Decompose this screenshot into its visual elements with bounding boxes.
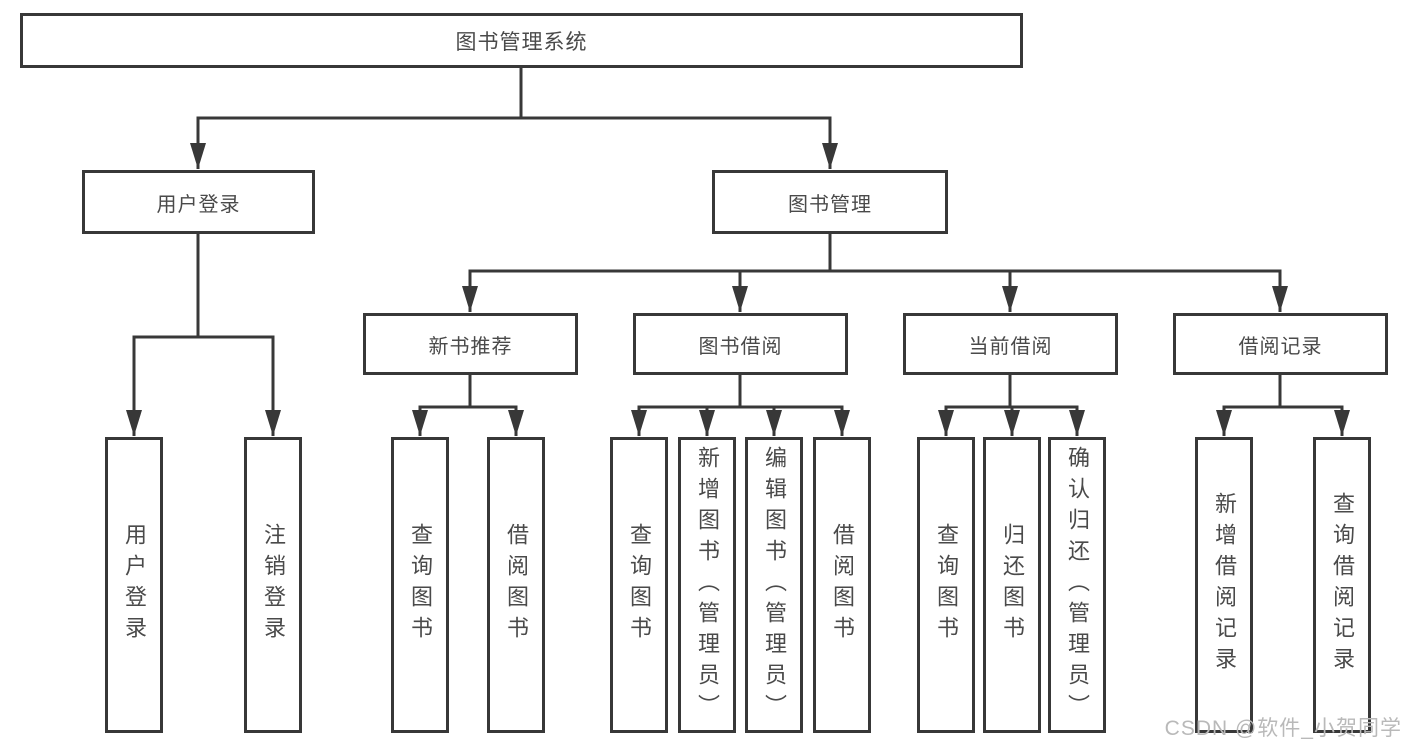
node-label: 查询图书 bbox=[627, 523, 652, 647]
leaf-logout: 注销登录 bbox=[244, 437, 302, 733]
node-new-book-recommend: 新书推荐 bbox=[363, 313, 578, 375]
csdn-watermark: CSDN @软件_小贺同学 bbox=[1164, 717, 1402, 740]
node-label: 当前借阅 bbox=[968, 335, 1053, 358]
leaf-user-login: 用户登录 bbox=[105, 437, 163, 733]
node-label: 编辑图书（管理员） bbox=[762, 445, 787, 725]
leaf-confirm-return-admin: 确认归还（管理员） bbox=[1048, 437, 1106, 733]
leaf-borrow-book: 借阅图书 bbox=[813, 437, 871, 733]
leaf-query-book-recommend: 查询图书 bbox=[391, 437, 449, 733]
node-label: 新增借阅记录 bbox=[1212, 492, 1237, 678]
node-label: 用户登录 bbox=[122, 523, 147, 647]
leaf-query-book-borrow: 查询图书 bbox=[610, 437, 668, 733]
node-label: 图书管理 bbox=[788, 193, 872, 216]
node-label: 借阅图书 bbox=[504, 523, 529, 647]
node-label: 确认归还（管理员） bbox=[1065, 445, 1090, 725]
node-label: 归还图书 bbox=[1000, 523, 1025, 647]
node-book-management: 图书管理 bbox=[712, 170, 948, 234]
node-label: 查询图书 bbox=[408, 523, 433, 647]
node-label: 新增图书（管理员） bbox=[695, 445, 720, 725]
node-user-login: 用户登录 bbox=[82, 170, 315, 234]
leaf-edit-book-admin: 编辑图书（管理员） bbox=[745, 437, 803, 733]
node-label: 查询借阅记录 bbox=[1330, 492, 1355, 678]
leaf-return-book: 归还图书 bbox=[983, 437, 1041, 733]
leaf-query-borrow-record: 查询借阅记录 bbox=[1313, 437, 1371, 733]
node-label: 图书借阅 bbox=[698, 335, 783, 358]
node-current-borrow: 当前借阅 bbox=[903, 313, 1118, 375]
node-label: 借阅记录 bbox=[1238, 335, 1323, 358]
node-label: 查询图书 bbox=[934, 523, 959, 647]
node-borrow-records: 借阅记录 bbox=[1173, 313, 1388, 375]
leaf-query-book-current: 查询图书 bbox=[917, 437, 975, 733]
node-label: 新书推荐 bbox=[428, 335, 513, 358]
node-label: 借阅图书 bbox=[830, 523, 855, 647]
node-root-library-system: 图书管理系统 bbox=[20, 13, 1023, 68]
node-label: 图书管理系统 bbox=[455, 30, 588, 54]
node-label: 注销登录 bbox=[261, 523, 286, 647]
leaf-add-borrow-record: 新增借阅记录 bbox=[1195, 437, 1253, 733]
node-book-borrow: 图书借阅 bbox=[633, 313, 848, 375]
leaf-borrow-book-recommend: 借阅图书 bbox=[487, 437, 545, 733]
node-label: 用户登录 bbox=[156, 193, 241, 216]
leaf-add-book-admin: 新增图书（管理员） bbox=[678, 437, 736, 733]
